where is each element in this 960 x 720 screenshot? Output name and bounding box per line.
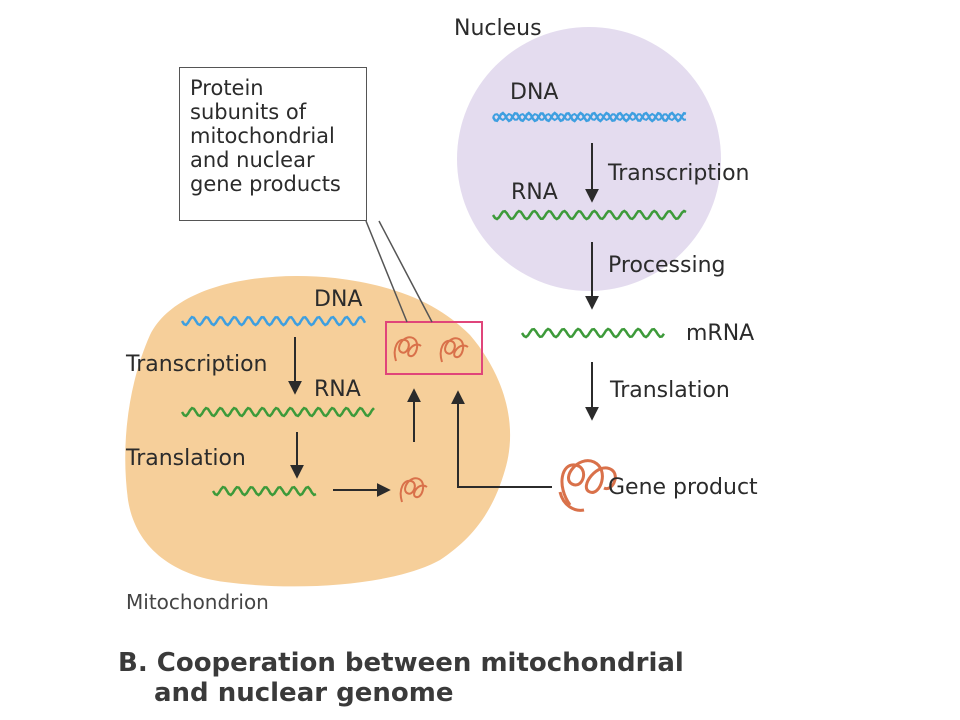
caption-line-1: B. Cooperation between mitochondrial [118, 648, 684, 678]
nucleus-shape [457, 27, 721, 291]
mito-dna-label: DNA [314, 287, 363, 312]
mito-rna-label: RNA [314, 377, 361, 402]
protein-mito-subunit-icon [393, 336, 422, 362]
mitochondrion-title: Mitochondrion [126, 590, 269, 614]
figure-caption: B. Cooperation between mitochondrial and… [118, 648, 684, 708]
protein-nuclear-subunit-icon [439, 337, 469, 363]
mito-rna-strand [180, 406, 375, 418]
nucleus-transcription-label: Transcription [608, 161, 750, 186]
nucleus-rna-label: RNA [511, 180, 558, 205]
arrow-gene-product-import [451, 390, 552, 488]
nucleus-dna-strand-2 [492, 112, 687, 122]
mrna-label: mRNA [686, 321, 755, 346]
mito-transcription-label: Transcription [126, 352, 268, 377]
callout-line: Protein [190, 76, 264, 100]
protein-mito-product-icon [399, 477, 428, 503]
mrna-strand [520, 327, 666, 339]
callout-line: gene products [190, 172, 341, 196]
nucleus-translation-label: Translation [610, 378, 730, 403]
nucleus-title: Nucleus [454, 16, 542, 41]
callout-box: Protein subunits of mitochondrial and nu… [179, 67, 367, 221]
subunit-highlight-box [385, 321, 483, 375]
callout-pointer-right [378, 220, 433, 323]
callout-line: subunits of [190, 100, 307, 124]
caption-line-2: and nuclear genome [154, 678, 454, 708]
gene-product-label: Gene product [608, 475, 758, 500]
mito-mrna-strand [211, 485, 317, 497]
nucleus-dna-label: DNA [510, 80, 559, 105]
callout-pointer-left [365, 220, 408, 323]
callout-line: mitochondrial [190, 124, 335, 148]
processing-label: Processing [608, 253, 726, 278]
gene-product-icon [558, 459, 617, 512]
mito-dna-strand [180, 315, 367, 327]
nucleus-rna-strand [491, 209, 687, 221]
callout-line: and nuclear [190, 148, 315, 172]
mito-translation-label: Translation [126, 446, 246, 471]
